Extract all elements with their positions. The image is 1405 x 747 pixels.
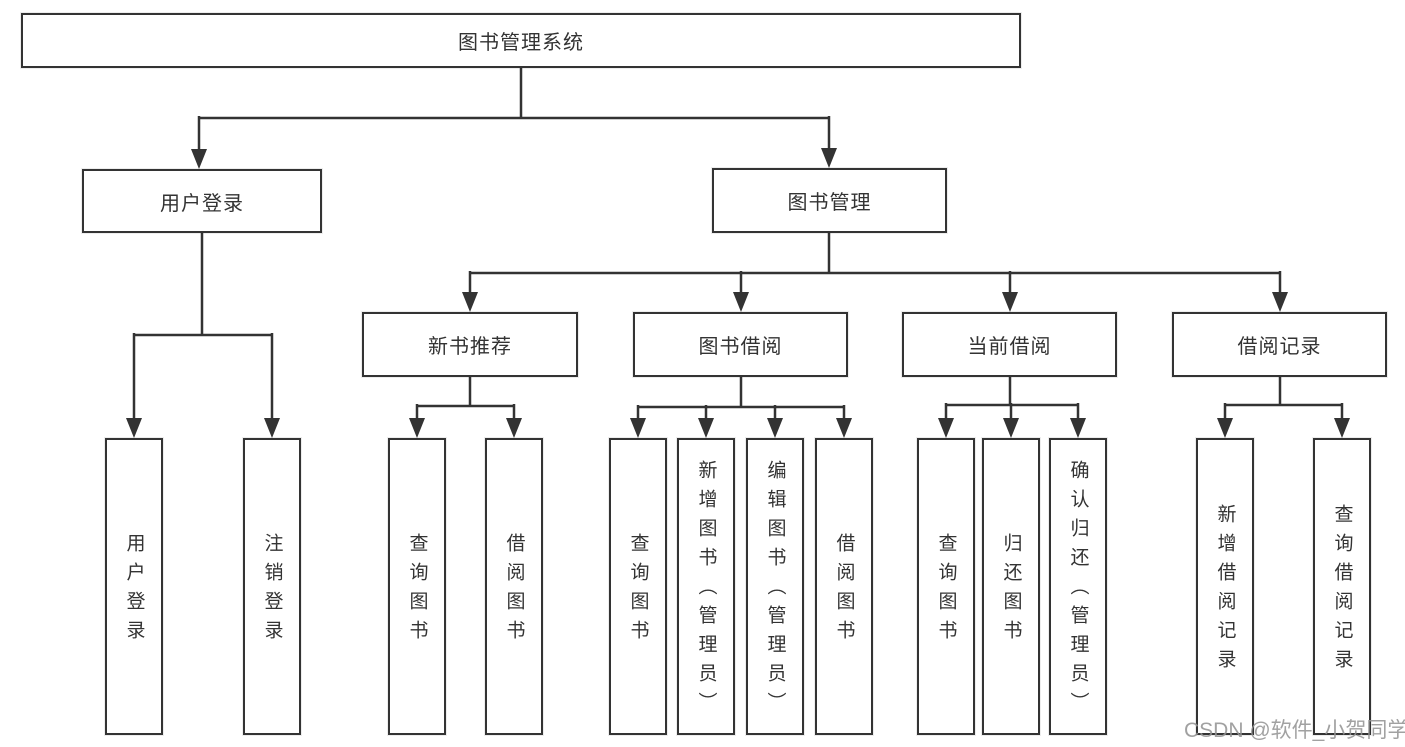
arrowhead-icon xyxy=(1002,292,1018,312)
edge-current-borrowing-to-leaves xyxy=(944,375,1080,421)
node-add-borrow-record: 新增借阅记录 xyxy=(1196,438,1254,735)
node-user-login-leaf: 用户登录 xyxy=(105,438,163,735)
node-book-management: 图书管理 xyxy=(712,168,947,233)
edge-new-book-recommend-to-leaves xyxy=(415,375,516,421)
node-current-borrowing: 当前借阅 xyxy=(902,312,1117,377)
watermark: CSDN @软件_小贺同学 xyxy=(1184,719,1405,742)
arrowhead-icon xyxy=(821,148,837,168)
arrowhead-icon xyxy=(264,418,280,438)
arrowhead-icon xyxy=(1217,418,1233,438)
node-query-books-recommend: 查询图书 xyxy=(388,438,446,735)
arrowhead-icon xyxy=(1070,418,1086,438)
node-borrow-records: 借阅记录 xyxy=(1172,312,1387,377)
edge-borrow-records-to-leaves xyxy=(1223,375,1344,421)
arrowhead-icon xyxy=(733,292,749,312)
arrowhead-icon xyxy=(1334,418,1350,438)
arrowhead-icon xyxy=(767,418,783,438)
arrowhead-icon xyxy=(1272,292,1288,312)
edge-book-management-to-level3 xyxy=(468,231,1282,295)
arrowhead-icon xyxy=(126,418,142,438)
arrowhead-icon xyxy=(836,418,852,438)
node-library-management-system: 图书管理系统 xyxy=(21,13,1021,68)
node-add-book-admin: 新增图书（管理员） xyxy=(677,438,735,735)
node-user-login: 用户登录 xyxy=(82,169,322,233)
node-book-borrowing: 图书借阅 xyxy=(633,312,848,377)
connector-paths xyxy=(132,67,1344,421)
node-new-book-recommend: 新书推荐 xyxy=(362,312,578,377)
arrowhead-icon xyxy=(409,418,425,438)
arrowhead-icon xyxy=(1003,418,1019,438)
edge-root-to-level2 xyxy=(197,67,831,152)
node-borrow-books: 借阅图书 xyxy=(815,438,873,735)
edge-user-login-to-leaves xyxy=(132,231,274,421)
node-query-borrow-record: 查询借阅记录 xyxy=(1313,438,1371,735)
arrowhead-icon xyxy=(938,418,954,438)
arrowhead-icon xyxy=(630,418,646,438)
node-borrow-books-recommend: 借阅图书 xyxy=(485,438,543,735)
edge-book-borrowing-to-leaves xyxy=(636,375,846,421)
arrowhead-icon xyxy=(506,418,522,438)
node-query-books-current: 查询图书 xyxy=(917,438,975,735)
arrowhead-icon xyxy=(462,292,478,312)
node-edit-book-admin: 编辑图书（管理员） xyxy=(746,438,804,735)
node-return-books: 归还图书 xyxy=(982,438,1040,735)
node-logout: 注销登录 xyxy=(243,438,301,735)
node-confirm-return-admin: 确认归还（管理员） xyxy=(1049,438,1107,735)
arrowhead-icon xyxy=(698,418,714,438)
node-query-books-borrowing: 查询图书 xyxy=(609,438,667,735)
arrowhead-icon xyxy=(191,149,207,169)
